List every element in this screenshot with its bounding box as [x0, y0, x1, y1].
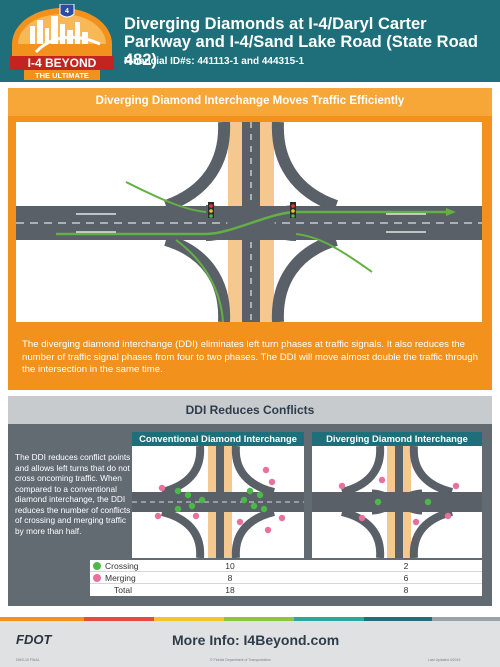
section-body: The DDI reduces conflict points and allo… [15, 452, 131, 536]
stripe-segment [432, 617, 500, 621]
ddi-diagram [16, 122, 482, 322]
section-banner [8, 396, 492, 424]
fdot-logo: FDOT [16, 632, 52, 647]
footer-copyright: © Florida Department of Transportation [210, 658, 271, 662]
footer-code: DMS-10 FINAL [16, 658, 40, 662]
more-info-link[interactable]: More Info: I4Beyond.com [172, 632, 340, 648]
ddi-conflicts-section: DDI Reduces Conflicts The DDI reduces co… [8, 396, 492, 606]
merging-dot-icon [93, 574, 101, 582]
financial-ids: Financial ID#s: 441113-1 and 444315-1 [124, 56, 305, 67]
color-stripe [0, 617, 500, 621]
stripe-segment [0, 617, 84, 621]
conflict-table: Crossing 10 2 Merging 8 6 Total 18 8 [90, 560, 482, 596]
section-heading: DDI Reduces Conflicts [185, 403, 315, 417]
stripe-segment [154, 617, 224, 621]
ddi-conflict-diagram [312, 446, 482, 558]
stripe-segment [224, 617, 294, 621]
stripe-segment [84, 617, 154, 621]
svg-text:I-4 BEYOND: I-4 BEYOND [28, 56, 97, 70]
section-body: The diverging diamond interchange (DDI) … [22, 339, 478, 375]
ddi-efficiency-section: Diverging Diamond Interchange Moves Traf… [8, 88, 492, 390]
header-banner: 4 I-4 BEYOND THE ULTIMATE Diverging Diam… [0, 0, 500, 82]
page-title: Diverging Diamonds at I-4/Daryl Carter P… [124, 15, 478, 69]
footer: FDOT More Info: I4Beyond.com DMS-10 FINA… [0, 621, 500, 667]
svg-text:THE ULTIMATE: THE ULTIMATE [35, 71, 89, 80]
conventional-panel-title: Conventional Diamond Interchange [132, 432, 304, 446]
conventional-diagram [132, 446, 304, 558]
i4-beyond-logo: 4 I-4 BEYOND THE ULTIMATE [10, 4, 114, 80]
ddi-panel-title: Diverging Diamond Interchange [312, 432, 482, 446]
svg-text:4: 4 [65, 8, 69, 15]
table-row: Crossing 10 2 [90, 560, 482, 572]
section-heading: Diverging Diamond Interchange Moves Traf… [95, 95, 405, 107]
stripe-segment [364, 617, 432, 621]
section-banner [8, 88, 492, 116]
footer-updated: Last Updated 4/2019 [428, 658, 461, 662]
crossing-dot-icon [93, 562, 101, 570]
table-row: Total 18 8 [114, 585, 409, 595]
stripe-segment [294, 617, 364, 621]
table-row: Merging 8 6 [90, 572, 482, 584]
